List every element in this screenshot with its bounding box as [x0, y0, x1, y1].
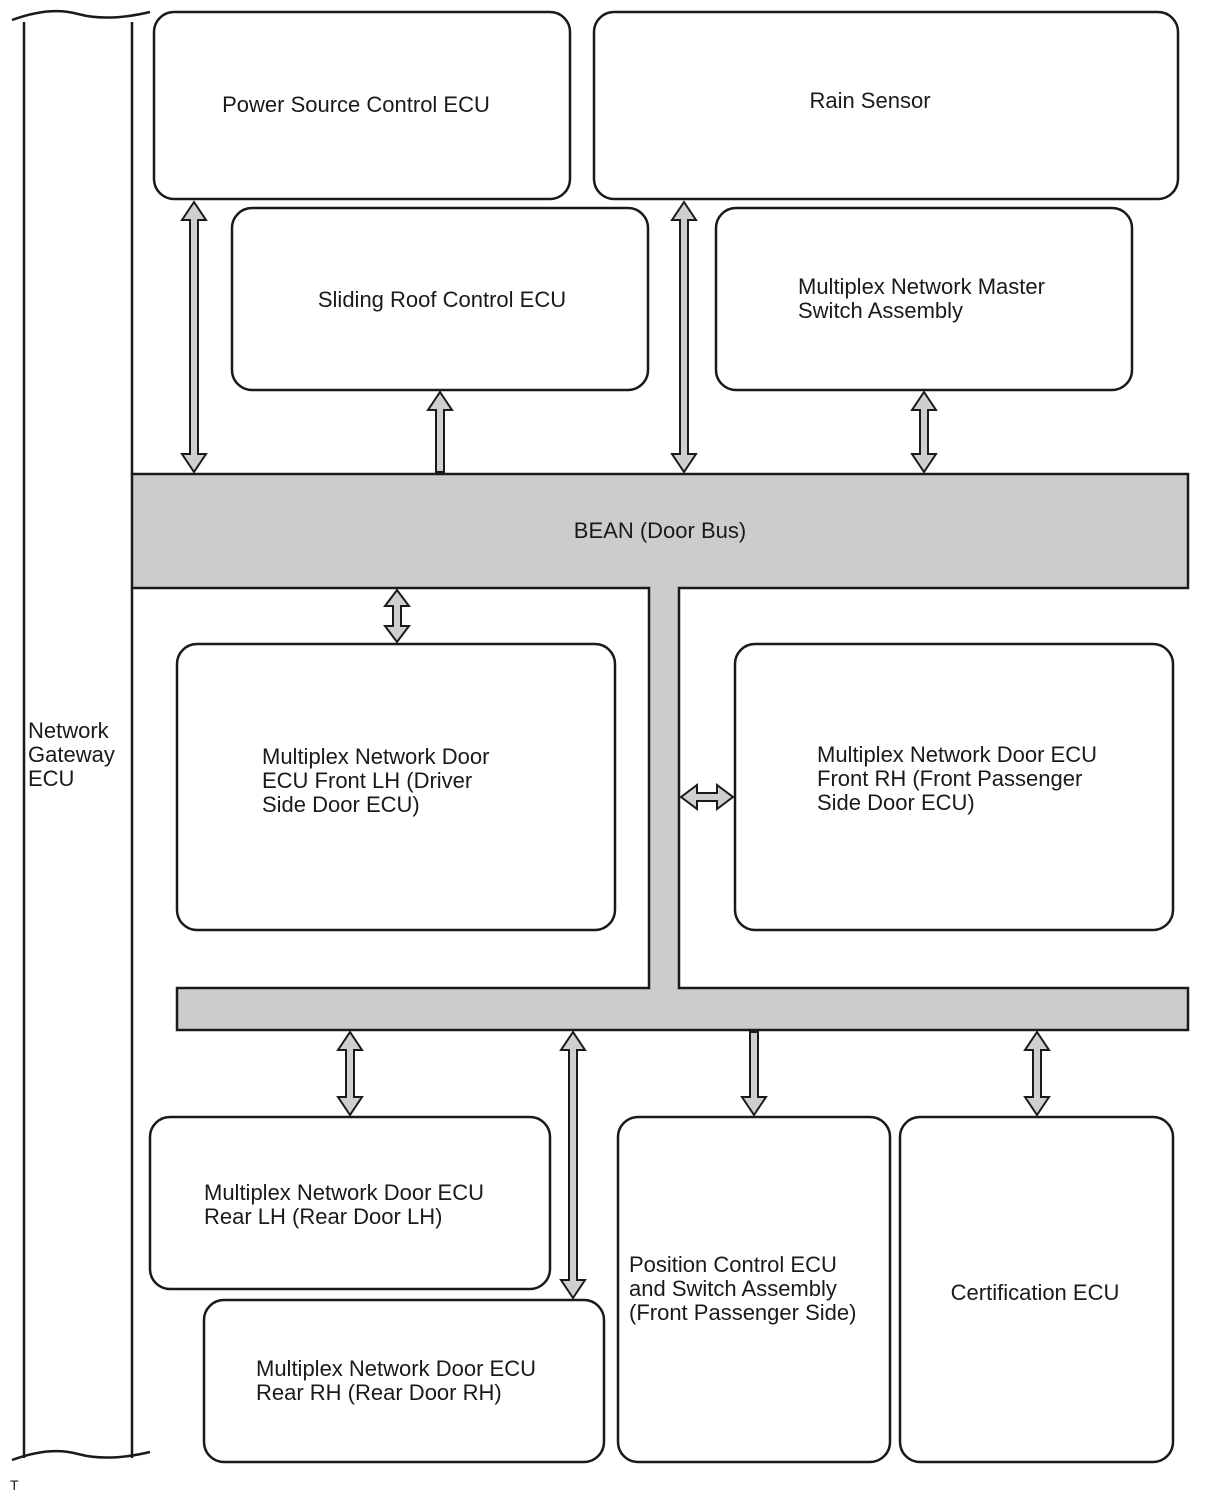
box-certification	[898, 1115, 1175, 1464]
arrow-position-control-bus	[740, 1031, 768, 1117]
gateway-label-line: Network	[28, 718, 109, 743]
arrow-door-rear-lh-bus	[336, 1030, 364, 1117]
door-front-lh-label-line: Side Door ECU)	[262, 792, 420, 817]
power-source-label-line: Power Source Control ECU	[222, 92, 490, 117]
power-source-label: Power Source Control ECU	[154, 93, 558, 117]
gateway-label-line: Gateway	[28, 742, 115, 767]
master-switch-label: Multiplex Network Master Switch Assembly	[798, 275, 1045, 323]
box-master-switch	[714, 206, 1134, 392]
gateway-label-line: ECU	[28, 766, 75, 791]
gateway-column	[11, 9, 151, 1462]
box-power-source	[152, 10, 572, 201]
bean-bus-shape	[130, 472, 1190, 1032]
door-front-lh-label: Multiplex Network Door ECU Front LH (Dri…	[262, 745, 489, 817]
door-front-rh-label-line: Side Door ECU)	[817, 790, 975, 815]
certification-label-line: Certification ECU	[950, 1280, 1120, 1305]
door-rear-lh-label-line: Multiplex Network Door ECU	[204, 1180, 484, 1205]
arrow-certification-bus	[1023, 1030, 1051, 1117]
rain-sensor-label-line: Rain Sensor	[809, 88, 931, 113]
box-position-control	[616, 1115, 892, 1464]
arrow-sliding-roof-bus	[426, 390, 454, 473]
door-rear-lh-label-line: Rear LH (Rear Door LH)	[204, 1204, 443, 1229]
door-front-rh-label-line: Front RH (Front Passenger	[817, 766, 1083, 791]
box-rain-sensor	[592, 10, 1180, 201]
rain-sensor-label: Rain Sensor	[594, 89, 1146, 113]
position-control-label: Position Control ECU and Switch Assembly…	[629, 1253, 856, 1325]
door-rear-lh-label: Multiplex Network Door ECU Rear LH (Rear…	[204, 1181, 484, 1229]
certification-label: Certification ECU	[900, 1281, 1170, 1305]
door-rear-rh-label-line: Multiplex Network Door ECU	[256, 1356, 536, 1381]
gateway-top-break	[11, 9, 151, 22]
position-control-label-line: (Front Passenger Side)	[629, 1300, 857, 1325]
arrow-master-switch-bus	[910, 390, 938, 474]
door-front-rh-label-line: Multiplex Network Door ECU	[817, 742, 1097, 767]
door-rear-rh-label: Multiplex Network Door ECU Rear RH (Rear…	[256, 1357, 536, 1405]
arrow-door-front-lh-bus	[383, 588, 411, 644]
sliding-roof-label: Sliding Roof Control ECU	[232, 288, 652, 312]
door-rear-rh-label-line: Rear RH (Rear Door RH)	[256, 1380, 502, 1405]
door-front-lh-label-line: ECU Front LH (Driver	[262, 768, 473, 793]
master-switch-label-line: Multiplex Network Master	[798, 274, 1045, 299]
door-front-lh-label-line: Multiplex Network Door	[262, 744, 490, 769]
master-switch-label-line: Switch Assembly	[798, 298, 964, 323]
position-control-label-line: Position Control ECU	[629, 1252, 837, 1277]
corner-mark: T	[10, 1477, 19, 1493]
bean-bus-label: BEAN (Door Bus)	[132, 519, 1188, 543]
box-door-rear-rh	[202, 1298, 606, 1464]
arrow-door-rear-rh-bus	[559, 1030, 587, 1300]
door-front-rh-label: Multiplex Network Door ECU Front RH (Fro…	[817, 743, 1097, 815]
gateway-label: Network Gateway ECU	[28, 719, 115, 791]
sliding-roof-label-line: Sliding Roof Control ECU	[317, 287, 567, 312]
bean-bus-label-text: BEAN (Door Bus)	[573, 518, 747, 543]
box-door-rear-lh	[148, 1115, 552, 1291]
position-control-label-line: and Switch Assembly	[629, 1276, 837, 1301]
box-sliding-roof	[230, 206, 650, 392]
box-door-front-lh	[175, 642, 617, 932]
corner-mark-text: T	[10, 1477, 19, 1493]
arrow-door-front-rh-bus	[679, 783, 735, 811]
arrow-rain-sensor-bus	[670, 200, 698, 474]
box-door-front-rh	[733, 642, 1175, 932]
gateway-bottom-break	[11, 1449, 151, 1462]
arrow-power-source-bus	[180, 200, 208, 474]
